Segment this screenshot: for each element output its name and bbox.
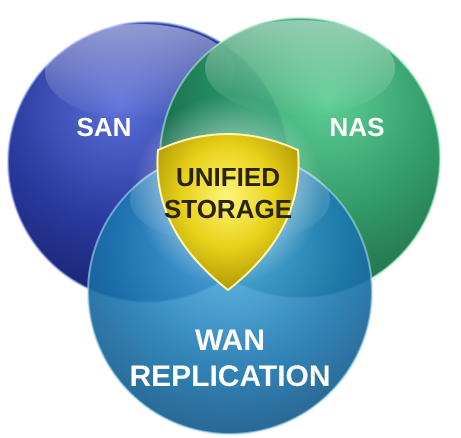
center-label-line1: UNIFIED [176, 162, 280, 192]
nas-label: NAS [330, 112, 385, 142]
center-label-line2: STORAGE [164, 194, 292, 224]
san-label: SAN [77, 112, 132, 142]
wan-label-line1: WAN [195, 324, 265, 357]
center-shield [156, 133, 300, 292]
wan-label-line2: REPLICATION [129, 360, 330, 393]
